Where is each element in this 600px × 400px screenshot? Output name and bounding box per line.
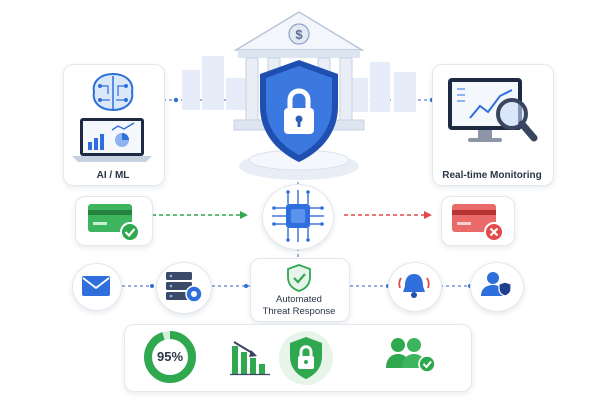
donut-percent-label: 95%: [156, 349, 184, 364]
threat-response-label-line2: Threat Response: [262, 306, 336, 317]
user-shield-icon: [481, 272, 512, 297]
ai-chip-icon: [272, 190, 324, 242]
threat-response-label-line1: Automated: [276, 294, 322, 305]
bell-alert-icon: [398, 274, 430, 298]
svg-text:$: $: [295, 27, 303, 42]
donut-progress-icon: [144, 331, 196, 383]
credit-card-check-icon: [88, 204, 140, 242]
laptop-charts-icon: [72, 118, 152, 162]
credit-card-x-icon: [452, 204, 504, 242]
realtime-monitoring-label: Real-time Monitoring: [442, 170, 542, 181]
shield-lock-icon: [260, 60, 338, 162]
bar-chart-down-icon: [230, 341, 270, 376]
brain-circuit-icon: [92, 72, 134, 112]
ai-ml-label: AI / ML: [96, 170, 130, 181]
city-skyline-right: [350, 62, 416, 112]
users-check-icon: [386, 338, 436, 373]
server-gear-icon: [166, 272, 203, 303]
city-skyline-left: [182, 56, 246, 110]
green-shield-lock-icon: [279, 331, 333, 385]
mail-node: [72, 263, 122, 311]
monitor-magnifier-icon: [448, 78, 538, 142]
shield-check-icon: [287, 264, 311, 292]
mail-icon: [82, 276, 110, 296]
